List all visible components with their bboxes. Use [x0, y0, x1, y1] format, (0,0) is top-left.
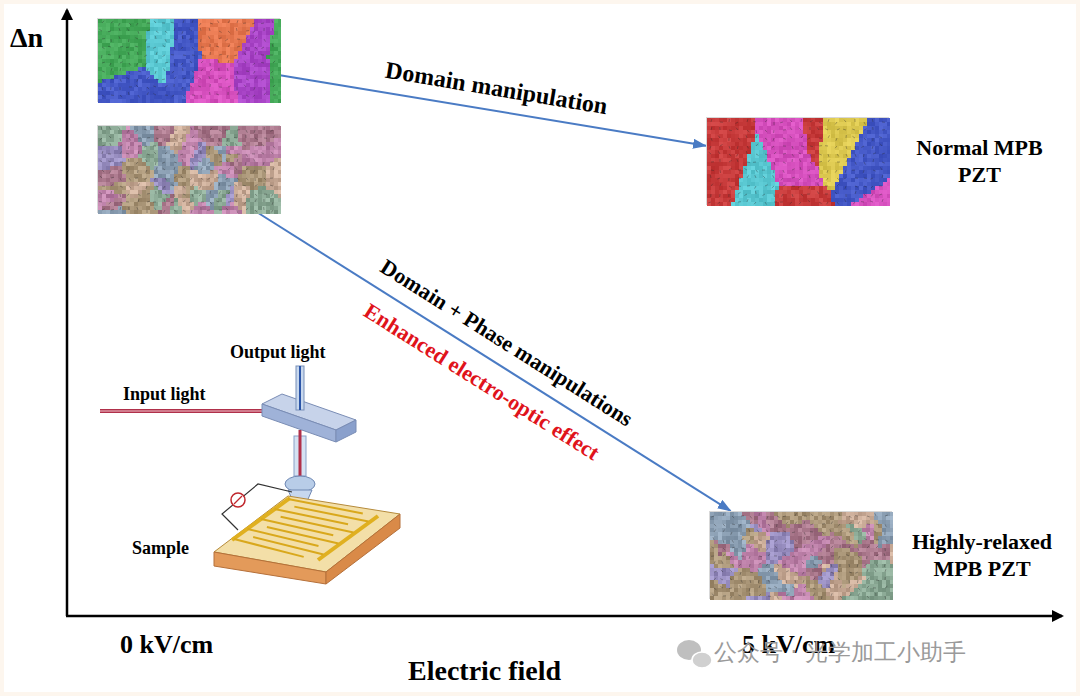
- domain-texture: [710, 512, 893, 600]
- beam-label: Input light: [123, 384, 206, 405]
- domain-texture: [98, 126, 281, 214]
- part-label: Sample: [132, 538, 189, 559]
- electrode-finger: [318, 516, 378, 560]
- domain-image: [97, 125, 280, 213]
- beam-splitter: [262, 394, 356, 442]
- output-beam-core: [299, 366, 301, 410]
- sample-block: [214, 496, 400, 584]
- y-axis: [66, 10, 69, 616]
- electrode-finger: [288, 499, 363, 513]
- interdigitated-electrodes: [232, 498, 378, 560]
- material-label: Normal MPB PZT: [897, 134, 1062, 189]
- electrode-finger: [275, 509, 349, 524]
- domain-image: [706, 117, 889, 205]
- domain-texture: [98, 19, 281, 103]
- process-arrow: [258, 213, 730, 511]
- electrode-finger: [267, 527, 339, 544]
- voltage-source: [231, 493, 245, 507]
- input-beam: [100, 409, 272, 413]
- axis-title: Electric field: [408, 655, 561, 687]
- watermark: 公众号 · 光学加工小助手: [714, 637, 966, 668]
- domain-texture: [707, 118, 890, 206]
- tick-label: 0 kV/cm: [120, 630, 213, 660]
- beam-label: Output light: [230, 342, 326, 363]
- electrode-finger: [294, 507, 368, 522]
- output-beam: [296, 366, 304, 410]
- source-wire: [222, 484, 292, 530]
- electrode-finger: [261, 519, 333, 535]
- domain-image: [97, 18, 280, 102]
- wechat-icon: [677, 640, 712, 668]
- material-label: Highly-relaxed MPB PZT: [896, 528, 1068, 583]
- axis-title: Δn: [10, 22, 43, 54]
- x-axis: [66, 615, 1062, 618]
- voltage-source-mark: [234, 496, 242, 504]
- domain-image: [709, 511, 892, 599]
- input-beam-core: [100, 411, 272, 412]
- electrode-finger: [281, 517, 354, 533]
